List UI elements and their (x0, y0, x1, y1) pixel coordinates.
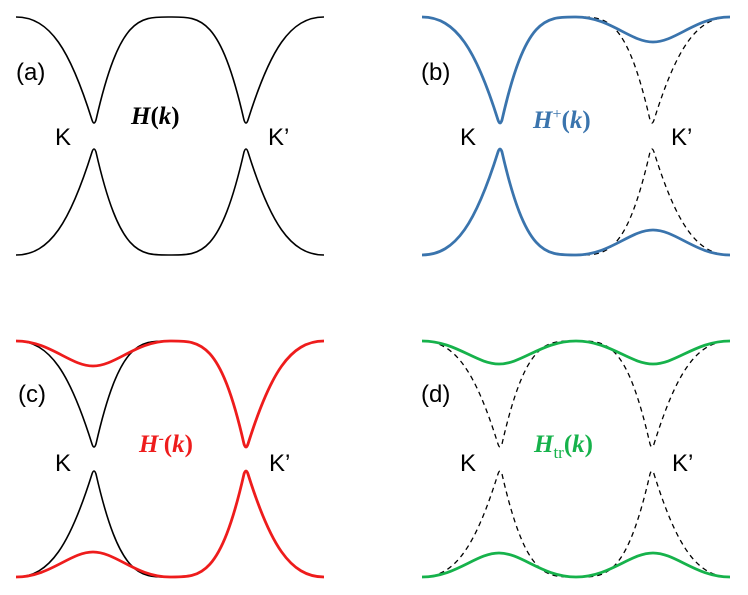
panel-d-label: (d) (421, 381, 450, 408)
panel-a-label: (a) (16, 59, 45, 86)
panel-b-dashed-upper (575, 16, 731, 124)
panel-d-dashed-lower (421, 470, 731, 578)
panel-b-lower-band (421, 147, 731, 257)
panel-c-black-lower (15, 470, 171, 578)
panel-d-valley-k: K (460, 450, 476, 477)
panel-c-valley-kprime: K’ (269, 450, 290, 477)
panel-c-lower-band (15, 469, 325, 579)
panel-d-hamiltonian: Htr(k) (533, 431, 593, 462)
panel-c-upper-band (15, 339, 325, 449)
panel-b-dashed-lower (575, 148, 731, 256)
panel-a-lower-band (15, 148, 325, 256)
panel-c: (c) K K’ H-(k) (15, 339, 325, 579)
panel-b-label: (b) (421, 59, 450, 86)
panel-c-hamiltonian: H-(k) (138, 430, 193, 458)
panel-b-valley-k: K (460, 124, 476, 151)
panel-a: (a) K K’ H(k) (15, 16, 325, 256)
panel-b-valley-kprime: K’ (671, 124, 692, 151)
panel-a-valley-kprime: K’ (268, 124, 289, 151)
panel-d-lower-band (421, 551, 731, 579)
panel-b-hamiltonian: H+(k) (532, 106, 591, 134)
panel-b: (b) K K’ H+(k) (421, 15, 731, 257)
panel-c-valley-k: K (55, 450, 71, 477)
panel-a-hamiltonian: H(k) (130, 103, 180, 130)
panel-d-upper-band (421, 339, 731, 366)
panel-a-upper-band (15, 16, 325, 124)
panel-d: (d) K K’ Htr(k) (421, 339, 731, 579)
panel-d-dashed-upper (421, 340, 731, 448)
panel-a-valley-k: K (55, 124, 71, 151)
panel-d-valley-kprime: K’ (672, 450, 693, 477)
panel-b-upper-band (421, 15, 731, 125)
panel-c-label: (c) (18, 381, 46, 408)
